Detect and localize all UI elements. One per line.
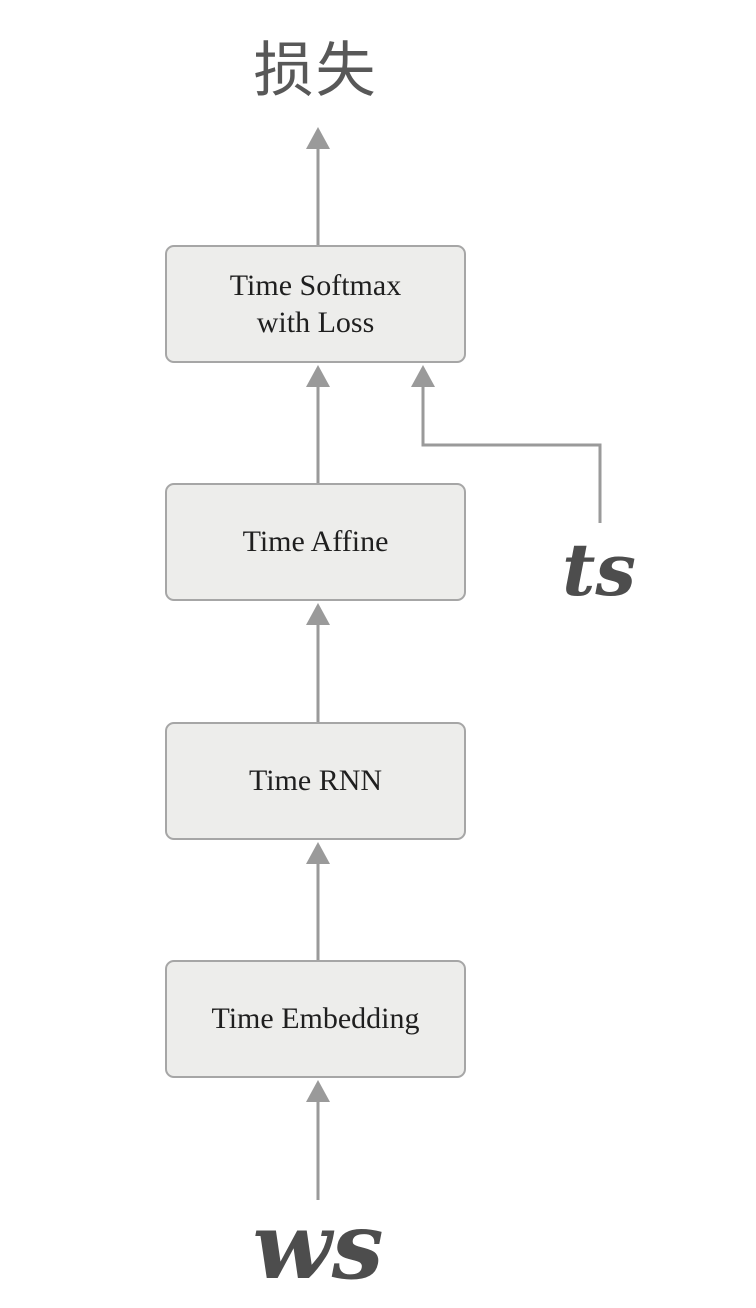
arrow-ts-to-softmax	[411, 365, 602, 523]
layer-box-time-affine: Time Affine	[165, 483, 466, 601]
arrow-rnn-to-affine	[306, 603, 330, 722]
arrow-affine-to-softmax	[306, 365, 330, 483]
layer-box-time-embedding: Time Embedding	[165, 960, 466, 1078]
layer-box-time-rnn: Time RNN	[165, 722, 466, 840]
loss-output-label: 损失	[253, 36, 378, 106]
ts-input-label: ts	[562, 527, 636, 612]
layer-box-time-softmax-with-loss: Time Softmax with Loss	[165, 245, 466, 363]
arrow-softmax-to-loss	[306, 127, 330, 245]
arrow-ws-to-embedding	[306, 1080, 330, 1200]
arrow-embedding-to-rnn	[306, 842, 330, 960]
ws-input-label: ws	[252, 1192, 384, 1300]
